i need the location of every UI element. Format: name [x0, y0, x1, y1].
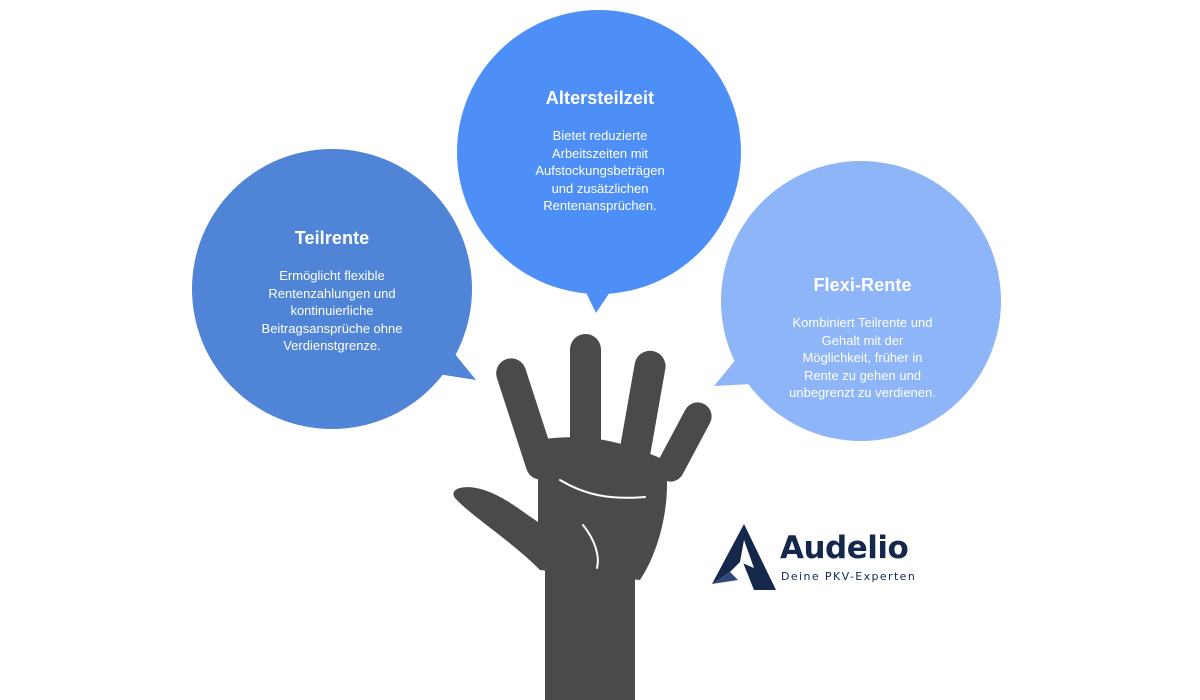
bubble-altersteilzeit-text: Altersteilzeit Bietet reduzierte Arbeits… — [500, 88, 700, 215]
description-line: Arbeitszeiten mit — [551, 145, 649, 161]
bubble-flexi-rente-tail — [714, 352, 752, 386]
description-line: kontinuierliche — [290, 303, 374, 318]
audelio-logo: Audelio Deine PKV-Experten — [710, 522, 940, 592]
description-line: Gehalt mit der — [821, 332, 904, 348]
description-line: Rentenzahlungen und — [268, 285, 396, 301]
bubble-teilrente-text: Teilrente Ermöglicht flexible Rentenzahl… — [232, 228, 432, 355]
description-line: Möglichkeit, früher in — [802, 350, 923, 365]
bubble-teilrente-title: Teilrente — [294, 228, 370, 248]
bubble-altersteilzeit-tail — [580, 280, 618, 313]
description-line: Aufstockungsbeträgen — [535, 163, 665, 178]
bubble-altersteilzeit — [457, 10, 741, 313]
bubble-teilrente-description: Ermöglicht flexible Rentenzahlungen und … — [262, 267, 403, 355]
logo-name: Audelio — [780, 530, 909, 566]
bubble-altersteilzeit-description: Bietet reduzierte Arbeitszeiten mit Aufs… — [535, 127, 664, 215]
description-line: Verdienstgrenze. — [283, 338, 381, 353]
bubble-flexi-rente-description: Kombiniert Teilrente und Gehalt mit der … — [789, 314, 936, 402]
description-line: Kombiniert Teilrente und — [792, 315, 933, 330]
bubble-flexi-rente-text: Flexi-Rente Kombiniert Teilrente und Geh… — [760, 275, 965, 402]
description-line: Rente zu gehen und — [803, 367, 922, 383]
description-line: Ermöglicht flexible — [279, 268, 385, 283]
bubble-teilrente-tail — [425, 348, 476, 380]
description-line: Beitragsansprüche ohne — [261, 320, 403, 336]
description-line: Bietet reduzierte — [552, 128, 648, 143]
triangle-logo-icon — [712, 524, 776, 590]
bubble-teilrente — [192, 149, 476, 429]
bubble-flexi-rente — [714, 161, 1001, 441]
bubble-altersteilzeit-title: Altersteilzeit — [545, 88, 655, 108]
raised-hand-icon — [453, 334, 712, 700]
description-line: unbegrenzt zu verdienen. — [789, 385, 936, 400]
logo-tagline: Deine PKV-Experten — [781, 570, 917, 583]
description-line: Rentenansprüchen. — [543, 198, 657, 213]
bubble-flexi-rente-title: Flexi-Rente — [813, 275, 912, 295]
description-line: und zusätzlichen — [551, 180, 649, 196]
